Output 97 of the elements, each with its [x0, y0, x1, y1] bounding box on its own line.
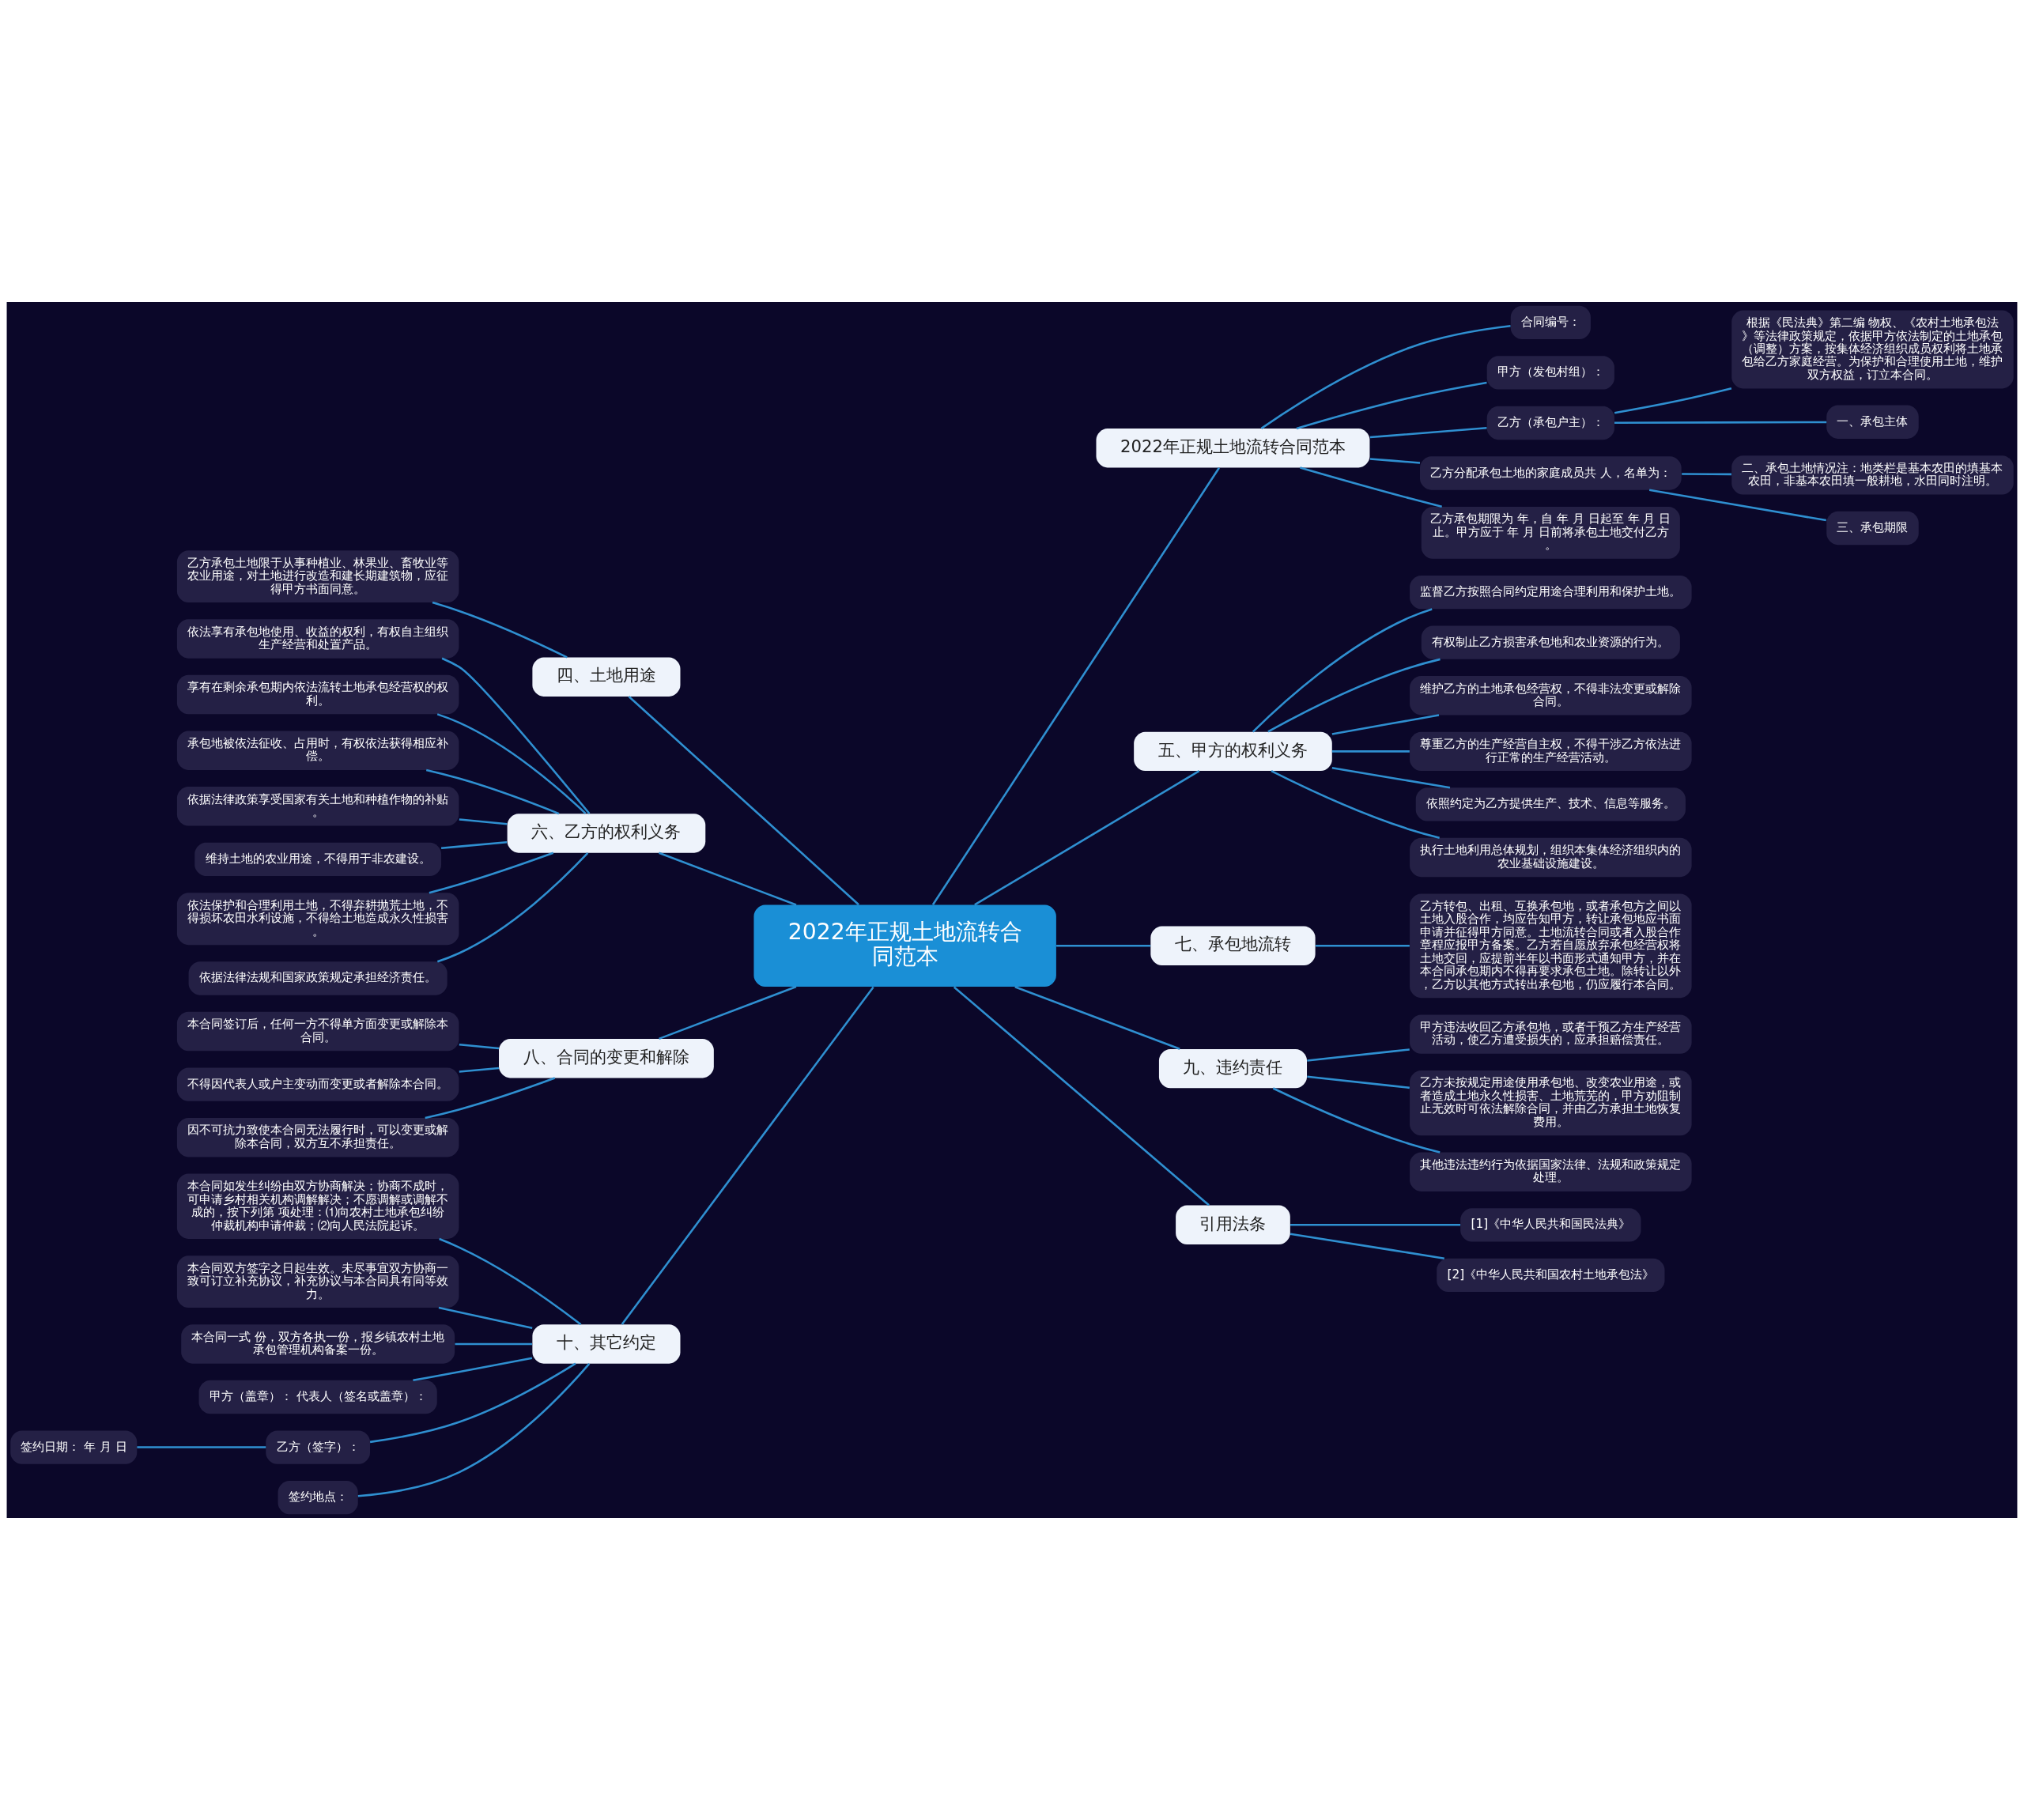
node-box: 乙方分配承包土地的家庭成员共 人，名单为： — [1420, 456, 1682, 490]
connector — [974, 770, 1200, 906]
connector — [459, 818, 508, 825]
node-box: 乙方转包、出租、互换承包地，或者承包方之间以土地入股合作，均应告知甲方，转让承包地应书面申请并征得甲方同意。土地流转合同或者入股合作章程应报甲方备案。乙方若自愿放弃承包经营权将土地交回，应提前半年以书面形式通知甲方，并在本合同承包期内不得再要求承包土地。除转让以外，乙方以其他方式转出承包地，仍应履行本合同。 — [1410, 893, 1692, 999]
node-box: 根据《民法典》第二编 物权、《农村土地承包法》等法律政策规定，依据甲方依法制定的土地承包（调整）方案，按集体经济组织成员权利将土地承包给乙方家庭经营。为保护和合理使用土地，维护双方权益，订立本合同。 — [1731, 310, 2014, 389]
connector — [1682, 473, 1731, 476]
node-box: 尊重乙方的生产经营自主权，不得干涉乙方依法进行正常的生产经营活动。 — [1410, 731, 1692, 772]
connector — [931, 466, 1221, 905]
connector — [621, 986, 874, 1325]
node-box: 八、合同的变更和解除 — [499, 1039, 714, 1078]
connector — [455, 1342, 532, 1346]
node-box: 四、土地用途 — [532, 657, 681, 697]
connector — [441, 657, 591, 814]
connector — [1056, 945, 1151, 947]
node-box: 引用法条 — [1176, 1205, 1290, 1245]
connector — [1316, 945, 1410, 947]
node-box: 因不可抗力致使本合同无法履行时，可以变更或解除本合同，双方互不承担责任。 — [176, 1118, 459, 1157]
node-box: 乙方承包土地限于从事种植业、林果业、畜牧业等农业用途，对土地进行改造和建长期建筑物，应征得甲方书面同意。 — [176, 550, 459, 603]
node-box: 一、承包主体 — [1826, 405, 1919, 439]
connector — [1331, 714, 1440, 735]
connector — [1307, 1048, 1410, 1062]
connector — [1290, 1224, 1461, 1226]
connector — [436, 852, 589, 963]
connector — [425, 1077, 556, 1120]
node-box: 有权制止乙方损害承包地和农业资源的行为。 — [1421, 625, 1680, 659]
connector — [659, 985, 797, 1040]
node-box: 承包地被依法征收、占用时，有权依法获得相应补偿。 — [176, 731, 459, 770]
connector — [440, 840, 508, 850]
connector — [1296, 381, 1487, 430]
node-box: 十、其它约定 — [532, 1324, 681, 1364]
node-box: 本合同签订后，任何一方不得单方面变更或解除本合同。 — [176, 1011, 459, 1052]
connector — [1369, 458, 1421, 464]
connector — [436, 713, 587, 814]
node-box: 维护乙方的土地承包经营权，不得非法变更或解除合同。 — [1410, 676, 1692, 716]
node-box: 不得因代表人或户主变动而变更或者解除本合同。 — [176, 1067, 459, 1101]
connector — [459, 1067, 500, 1073]
connector — [1272, 1087, 1441, 1154]
connector — [432, 601, 568, 659]
node-box: 2022年正规土地流转合同范本 — [1096, 429, 1370, 468]
node-box: 维持土地的农业用途，不得用于非农建设。 — [194, 842, 442, 877]
node-box: 乙方（签字）： — [266, 1430, 371, 1464]
node-box: 监督乙方按照合同约定用途合理利用和保护土地。 — [1410, 575, 1692, 610]
node-box: 三、承包期限 — [1826, 511, 1919, 546]
node-box: 五、甲方的权利义务 — [1134, 731, 1332, 772]
node-box: 依法享有承包地使用、收益的权利，有权自主组织生产经营和处置产品。 — [176, 619, 459, 659]
node-box: 甲方违法收回乙方承包地，或者干预乙方生产经营活动，使乙方遭受损失的，应承担赔偿责任。 — [1410, 1014, 1692, 1054]
connector — [1014, 986, 1180, 1050]
connector — [1331, 750, 1410, 753]
connector — [1260, 324, 1511, 429]
node-box: 六、乙方的权利义务 — [507, 814, 706, 853]
connector — [425, 768, 560, 815]
connector — [953, 986, 1210, 1206]
connector — [659, 851, 797, 906]
node-box: [1]《中华人民共和国民法典》 — [1460, 1208, 1641, 1242]
connector — [1369, 427, 1487, 439]
node-box: 签约日期： 年 月 日 — [10, 1430, 138, 1464]
connector — [1267, 658, 1441, 733]
connector — [439, 1237, 582, 1326]
node-box: 依据法律法规和国家政策规定承担经济责任。 — [188, 961, 447, 995]
node-box: 依法保护和合理利用土地，不得弃耕抛荒土地，不得损坏农田水利设施，不得给土地造成永久性损害。 — [176, 893, 459, 946]
node-box: 本合同一式 份，双方各执一份，报乡镇农村土地承包管理机构备案一份。 — [181, 1324, 455, 1364]
connector — [1252, 608, 1433, 733]
node-box: 依照约定为乙方提供生产、技术、信息等服务。 — [1415, 787, 1686, 821]
connector — [357, 1363, 591, 1497]
node-box: 其他违法违约行为依据国家法律、法规和政策规定处理。 — [1410, 1152, 1692, 1191]
node-box: 乙方未按规定用途使用承包地、改变农业用途，或者造成土地永久性损害、土地荒芜的，甲方劝阻制止无效时可依法解除合同，并由乙方承担土地恢复费用。 — [1410, 1070, 1692, 1136]
node-box: 七、承包地流转 — [1150, 926, 1316, 965]
node-box: 甲方（盖章）： 代表人（签名或盖章）： — [198, 1380, 437, 1414]
node-box: 签约地点： — [278, 1480, 358, 1515]
node-box: [2]《中华人民共和国农村土地承包法》 — [1437, 1258, 1665, 1293]
node-box: 乙方承包期限为 年，自 年 月 日起至 年 月 日止。甲方应于 年 月 日前将承包土地交付乙方。 — [1421, 506, 1680, 559]
connector — [1300, 466, 1442, 508]
connector — [137, 1446, 266, 1448]
connector — [429, 851, 554, 894]
node-box: 九、违约责任 — [1158, 1048, 1308, 1089]
node-box: 合同编号： — [1510, 305, 1591, 340]
connector — [1271, 769, 1440, 839]
connector — [628, 696, 859, 906]
connector — [1290, 1233, 1444, 1259]
node-box: 本合同如发生纠纷由双方协商解决；协商不成时，可申请乡村相关机构调解解决；不愿调解或调解不成的，按下列第 项处理：⑴向农村土地承包纠纷仲裁机构申请仲裁；⑵向人民法院起诉。 — [176, 1173, 459, 1239]
node-box: 享有在剩余承包期内依法流转土地承包经营权的权利。 — [176, 674, 459, 715]
connector — [1307, 1075, 1410, 1089]
node-box: 本合同双方签字之日起生效。未尽事宜双方协商一致可订立补充协议，补充协议与本合同具有同等效力。 — [176, 1255, 459, 1308]
node-box: 依据法律政策享受国家有关土地和种植作物的补贴。 — [176, 787, 459, 826]
connector — [438, 1306, 533, 1330]
connector — [1331, 766, 1451, 789]
node-box: 执行土地利用总体规划，组织本集体经济组织内的农业基础设施建设。 — [1410, 837, 1692, 878]
node-box: 甲方（发包村组）： — [1486, 356, 1614, 390]
connector — [1648, 489, 1826, 522]
node-box: 2022年正规土地流转合同范本 — [753, 904, 1056, 987]
node-box: 乙方（承包户主）： — [1486, 406, 1614, 440]
connector — [1614, 421, 1827, 425]
connector — [459, 1044, 500, 1050]
connector — [413, 1357, 533, 1382]
connector — [369, 1362, 576, 1444]
node-box: 二、承包土地情况注：地类栏是基本农田的填基本农田，非基本农田填一般耕地，水田同时注明。 — [1731, 455, 2014, 495]
connector — [1614, 387, 1732, 414]
